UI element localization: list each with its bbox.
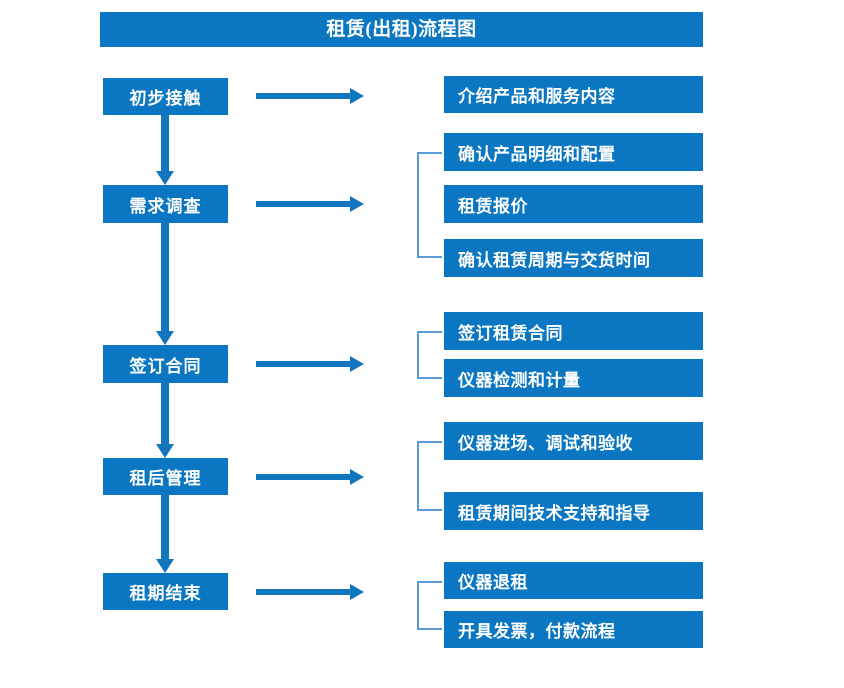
group-bracket-post-rental-management <box>416 441 442 511</box>
detail-box-technical-support-guidance[interactable]: 租赁期间技术支持和指导 <box>444 492 703 530</box>
detail-box-confirm-period-delivery[interactable]: 确认租赁周期与交货时间 <box>444 239 703 277</box>
stage-label: 需求调查 <box>129 196 202 216</box>
diagram-title-bar: 租赁(出租)流程图 <box>100 12 703 47</box>
down-arrow-icon-1 <box>155 115 177 185</box>
stage-box-rental-end[interactable]: 租期结束 <box>103 573 228 610</box>
detail-label: 仪器退租 <box>458 573 528 592</box>
detail-box-confirm-product-spec[interactable]: 确认产品明细和配置 <box>444 133 703 171</box>
detail-label: 租赁报价 <box>458 196 528 216</box>
stage-box-needs-survey[interactable]: 需求调查 <box>103 185 228 223</box>
detail-label: 仪器进场、调试和验收 <box>458 433 633 453</box>
detail-label: 租赁期间技术支持和指导 <box>458 503 651 523</box>
stage-label: 签订合同 <box>129 356 202 376</box>
detail-label: 介绍产品和服务内容 <box>458 87 616 106</box>
detail-box-invoice-payment-process[interactable]: 开具发票，付款流程 <box>444 611 703 648</box>
group-bracket-rental-end <box>416 581 442 630</box>
right-arrow-icon-post-rental-management <box>256 466 364 488</box>
right-arrow-icon-rental-end <box>256 581 364 603</box>
detail-label: 签订租赁合同 <box>458 323 563 343</box>
detail-label: 确认产品明细和配置 <box>458 144 616 164</box>
stage-label: 租期结束 <box>129 584 202 603</box>
down-arrow-icon-4 <box>155 495 177 573</box>
right-arrow-icon-needs-survey <box>256 193 364 215</box>
stage-box-initial-contact[interactable]: 初步接触 <box>103 78 228 115</box>
detail-label: 开具发票，付款流程 <box>458 622 616 641</box>
group-bracket-sign-contract <box>416 331 442 379</box>
detail-box-rental-quotation[interactable]: 租赁报价 <box>444 185 703 223</box>
stage-box-post-rental-management[interactable]: 租后管理 <box>103 458 228 495</box>
detail-label: 仪器检测和计量 <box>458 370 581 390</box>
stage-box-sign-contract[interactable]: 签订合同 <box>103 345 228 383</box>
detail-label: 确认租赁周期与交货时间 <box>458 250 651 270</box>
down-arrow-icon-3 <box>155 383 177 458</box>
detail-box-instrument-test-metering[interactable]: 仪器检测和计量 <box>444 359 703 397</box>
group-bracket-needs-survey <box>416 152 442 258</box>
detail-box-instrument-return[interactable]: 仪器退租 <box>444 562 703 599</box>
right-arrow-icon-sign-contract <box>256 353 364 375</box>
down-arrow-icon-2 <box>155 223 177 345</box>
right-arrow-icon-initial-contact <box>256 85 364 107</box>
detail-box-sign-rental-contract[interactable]: 签订租赁合同 <box>444 312 703 350</box>
detail-box-introduce-product-service[interactable]: 介绍产品和服务内容 <box>444 76 703 113</box>
detail-box-instrument-entry-commission-accept[interactable]: 仪器进场、调试和验收 <box>444 422 703 460</box>
page-title: 租赁(出租)流程图 <box>326 19 477 40</box>
stage-label: 初步接触 <box>129 89 202 108</box>
stage-label: 租后管理 <box>129 469 202 488</box>
